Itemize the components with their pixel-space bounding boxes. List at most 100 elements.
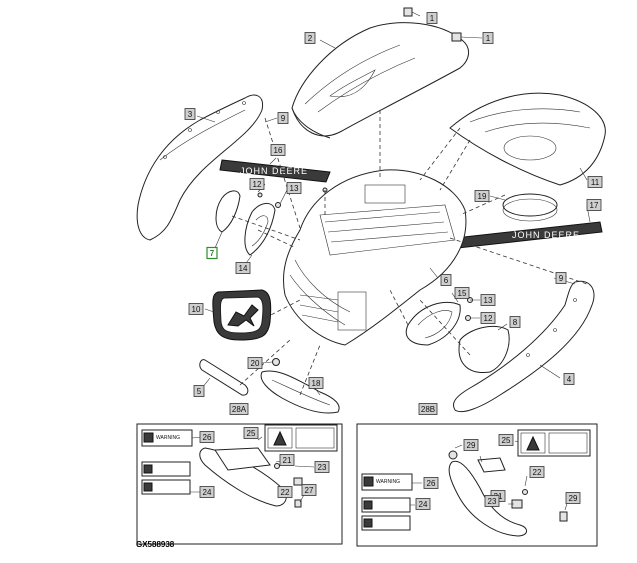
callout-number: 29	[467, 441, 476, 450]
callout-box	[482, 32, 494, 44]
callout-c7: 7	[206, 246, 218, 260]
callout-number: 2	[308, 34, 313, 43]
callout-c22a: 22	[277, 486, 293, 498]
callout-number: 25	[247, 429, 256, 438]
callout-box	[308, 377, 324, 389]
callout-number: 18	[312, 379, 321, 388]
callout-c28a: 28A	[229, 403, 249, 415]
callout-box	[423, 477, 439, 489]
callout-number: 26	[427, 479, 436, 488]
callout-c9a: 9	[277, 112, 289, 124]
front-bar-part-5	[199, 359, 249, 396]
callout-number: 8	[513, 318, 518, 327]
callout-number: 25	[502, 436, 511, 445]
callout-c26a: 26	[199, 431, 215, 443]
callout-number: 14	[239, 264, 248, 273]
decal-strip-left: JOHN DEERE	[219, 159, 331, 183]
callout-box	[555, 272, 567, 284]
callout-number: 1	[430, 14, 435, 23]
fastener-part-20	[272, 358, 280, 366]
callout-box	[563, 373, 575, 385]
kit-28b-safety-decal	[517, 429, 591, 457]
callout-c12a: 12	[249, 178, 265, 190]
callout-box	[415, 498, 431, 510]
callout-number: 22	[533, 468, 542, 477]
callout-box	[529, 466, 545, 478]
callout-c28b: 28B	[418, 403, 438, 415]
callout-number: 29	[569, 494, 578, 503]
filter-ring	[502, 193, 558, 222]
callout-c16: 16	[270, 144, 286, 156]
callout-box	[480, 312, 496, 324]
left-lens-part-7	[215, 190, 241, 233]
callout-box	[474, 190, 490, 202]
callout-c5: 5	[193, 385, 205, 397]
callout-box	[247, 357, 263, 369]
callout-c6: 6	[440, 274, 452, 286]
callout-c23a: 23	[314, 461, 330, 473]
callout-c27: 27	[301, 484, 317, 496]
callout-box	[277, 486, 293, 498]
hood-frame	[282, 169, 467, 346]
callout-number: 23	[318, 463, 327, 472]
callout-c19: 19	[474, 190, 490, 202]
callout-c13a: 13	[286, 182, 302, 194]
callout-c14: 14	[235, 262, 251, 274]
callout-number: 1	[486, 34, 491, 43]
callout-box	[243, 427, 259, 439]
callout-c12b: 12	[480, 312, 496, 324]
callout-c3: 3	[184, 108, 196, 120]
callout-c8: 8	[509, 316, 521, 328]
callout-box	[304, 32, 316, 44]
assembly-lines	[231, 110, 591, 396]
left-housing-part-14	[244, 203, 276, 256]
decal-strip-right: JOHN DEERE	[454, 221, 603, 249]
kit-28a-safety-decal	[264, 424, 338, 452]
kit-28b-bumper	[448, 457, 527, 537]
callout-box	[314, 461, 330, 473]
kit-28a-box: WARNING	[136, 423, 343, 545]
callout-number: 26	[203, 433, 212, 442]
callout-box	[199, 431, 215, 443]
callout-box	[229, 403, 249, 415]
callout-c25b: 25	[498, 434, 514, 446]
right-housing-part-15	[405, 301, 461, 346]
left-side-panel	[136, 94, 264, 241]
callout-box	[270, 144, 286, 156]
callout-box	[301, 484, 317, 496]
right-lens-part-8	[458, 325, 510, 374]
kit-28b-hardware	[448, 450, 568, 522]
callout-box	[440, 274, 452, 286]
callout-box	[286, 182, 302, 194]
callout-number: 7	[210, 249, 215, 258]
hood-panel	[291, 22, 469, 139]
floor-pan	[449, 92, 606, 186]
callout-box	[454, 287, 470, 299]
callout-c17: 17	[586, 199, 602, 211]
callout-number: 12	[253, 180, 262, 189]
callout-number: 9	[559, 274, 564, 283]
callout-c24b: 24	[415, 498, 431, 510]
callout-c23b: 23	[484, 495, 500, 507]
clip-part-1a	[403, 7, 413, 17]
decal-warning-text-b: WARNING	[376, 479, 400, 485]
callout-number: 3	[188, 110, 193, 119]
callout-number: 12	[484, 314, 493, 323]
callout-number: 10	[192, 305, 201, 314]
callout-box	[206, 246, 218, 260]
callout-number: 28B	[421, 405, 435, 414]
callout-number: 20	[251, 359, 260, 368]
callout-number: 27	[305, 486, 314, 495]
callout-number: 5	[197, 387, 202, 396]
kit-28a-decals: WARNING	[141, 429, 193, 495]
callout-box	[565, 492, 581, 504]
callout-c29b: 29	[565, 492, 581, 504]
clip-part-1b	[451, 32, 462, 42]
callout-number: 22	[281, 488, 290, 497]
callout-number: 13	[290, 184, 299, 193]
callout-c1b: 1	[482, 32, 494, 44]
callout-box	[188, 303, 204, 315]
callout-number: 11	[591, 178, 600, 187]
